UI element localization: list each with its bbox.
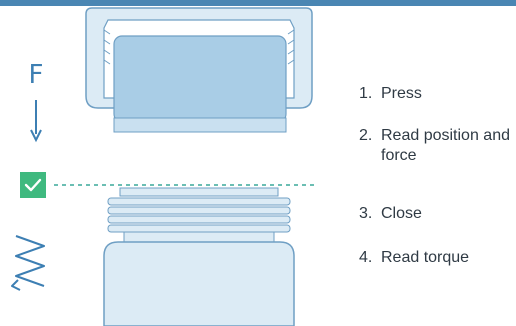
step-text: Read torque xyxy=(381,249,470,266)
cap xyxy=(85,7,313,133)
accent-bar xyxy=(0,0,516,6)
bottle-body xyxy=(103,241,295,326)
step-number: 2. xyxy=(359,127,373,144)
rotation-arrow-icon xyxy=(11,235,45,291)
down-arrow-icon xyxy=(30,100,42,143)
step-text: Close xyxy=(381,205,422,222)
step-number: 1. xyxy=(359,85,373,102)
cap-threads xyxy=(103,29,295,65)
cap-seal xyxy=(113,35,287,123)
step-number: 4. xyxy=(359,249,373,266)
cap-liner xyxy=(113,117,287,133)
bottle-threads xyxy=(107,197,291,233)
bottle-neck xyxy=(123,231,275,243)
force-label: F xyxy=(28,60,44,90)
checkmark-icon xyxy=(20,172,46,198)
bottle-neck-top xyxy=(119,187,279,197)
step-number: 3. xyxy=(359,205,373,222)
step-text: Read position and force xyxy=(381,127,510,164)
step-text: Press xyxy=(381,85,422,102)
bottle xyxy=(103,187,295,326)
